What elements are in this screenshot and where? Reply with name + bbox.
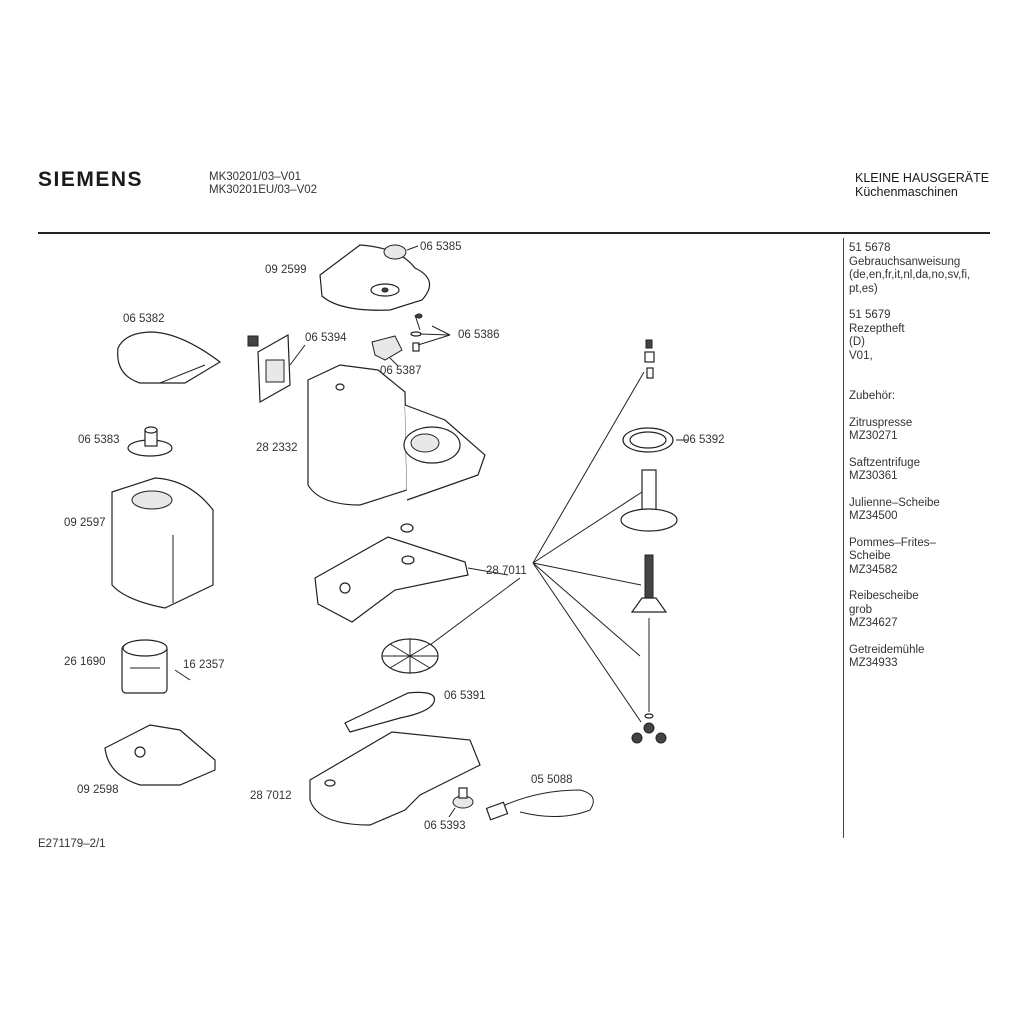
- document-languages: (de,en,fr,it,nl,da,no,sv,fi,: [849, 269, 971, 281]
- accessory-name: Julienne–Scheibe: [849, 496, 940, 509]
- part-label-drive-belt: 06 5391: [444, 690, 486, 702]
- accessory-entry: Getreidemühle MZ34933: [849, 644, 1019, 671]
- accessory-name: Pommes–Frites–: [849, 536, 936, 549]
- header-divider: [38, 232, 990, 234]
- part-label-latch: 06 5387: [380, 365, 422, 377]
- part-pulley[interactable]: [381, 638, 439, 674]
- part-label-lid: 09 2599: [265, 264, 307, 276]
- accessory-entry: Julienne–Scheibe MZ34500: [849, 497, 1019, 524]
- part-gear-plate[interactable]: [314, 523, 469, 623]
- part-suction-foot[interactable]: [448, 787, 474, 818]
- parts-sidebar: 51 5678 Gebrauchsanweisung (de,en,fr,it,…: [849, 242, 1019, 684]
- part-gasket[interactable]: [117, 331, 222, 384]
- document-version: V01,: [849, 349, 873, 362]
- part-motor-screw[interactable]: [174, 669, 191, 681]
- document-languages: (D): [849, 336, 865, 348]
- part-label-base-plate: 28 7012: [250, 790, 292, 802]
- document-languages: pt,es): [849, 282, 878, 295]
- part-fan[interactable]: [127, 426, 173, 457]
- part-label-seal-ring: 06 5392: [683, 434, 725, 446]
- sidebar-divider: [843, 238, 844, 838]
- accessories-heading: Zubehör:: [849, 390, 896, 402]
- part-lid[interactable]: [319, 244, 431, 311]
- accessory-entry: Zitruspresse MZ30271: [849, 417, 1019, 444]
- accessory-entry: Reibescheibe grob MZ34627: [849, 590, 1019, 631]
- product-category: KLEINE HAUSGERÄTE Küchenmaschinen: [855, 171, 989, 199]
- part-label-suction-foot: 06 5393: [424, 820, 466, 832]
- part-power-cord[interactable]: [485, 789, 594, 821]
- part-spindle[interactable]: [630, 554, 668, 613]
- part-label-motor: 26 1690: [64, 656, 106, 668]
- document-title: Gebrauchsanweisung: [849, 255, 961, 268]
- accessory-code: MZ30361: [849, 470, 898, 482]
- part-bearings[interactable]: [631, 722, 667, 744]
- document-number: 51 5679: [849, 309, 891, 321]
- brand-logo: SIEMENS: [38, 168, 144, 191]
- accessory-name: Zitruspresse: [849, 416, 913, 429]
- leader-lines-28-7011: [429, 371, 645, 723]
- part-screw-set[interactable]: [410, 313, 451, 352]
- part-label-screw-set: 06 5386: [458, 329, 500, 341]
- accessory-code: MZ30271: [849, 430, 898, 442]
- part-label-power-cord: 05 5088: [531, 774, 573, 786]
- part-label-knob: 06 5385: [420, 241, 462, 253]
- part-motor-cover[interactable]: [111, 477, 214, 609]
- part-drive-belt[interactable]: [344, 691, 436, 733]
- accessory-entry: Pommes–Frites– Scheibe MZ34582: [849, 537, 1019, 578]
- accessory-name: Reibescheibe: [849, 590, 919, 602]
- part-long-bolt[interactable]: [644, 618, 654, 719]
- part-label-switch-board: 06 5394: [305, 332, 347, 344]
- part-seal-ring[interactable]: [622, 427, 674, 453]
- accessory-code: MZ34933: [849, 657, 898, 669]
- part-label-motor-cover: 09 2597: [64, 517, 106, 529]
- accessory-code: MZ34582: [849, 563, 898, 576]
- part-motor[interactable]: [121, 639, 168, 694]
- accessory-code: MZ34500: [849, 510, 898, 522]
- document-title: Rezeptheft: [849, 322, 905, 335]
- part-housing[interactable]: [307, 364, 486, 506]
- part-label-fan: 06 5383: [78, 434, 120, 446]
- accessory-name: Getreidemühle: [849, 643, 925, 656]
- accessory-name: grob: [849, 603, 873, 616]
- category-subtitle: Küchenmaschinen: [855, 185, 958, 199]
- category-title: KLEINE HAUSGERÄTE: [855, 171, 990, 185]
- part-motor-plate[interactable]: [104, 724, 216, 786]
- document-number: 51 5678: [849, 242, 891, 254]
- model-number: MK30201EU/03–V02: [209, 184, 318, 196]
- part-label-housing: 28 2332: [256, 442, 298, 454]
- part-latch[interactable]: [371, 335, 403, 367]
- accessory-name: Saftzentrifuge: [849, 456, 920, 469]
- accessory-entry: Saftzentrifuge MZ30361: [849, 457, 1019, 484]
- drawing-code: E271179–2/1: [38, 838, 106, 850]
- part-coupling[interactable]: [644, 339, 655, 379]
- part-label-gasket: 06 5382: [123, 313, 165, 325]
- part-label-motor-plate: 09 2598: [77, 784, 119, 796]
- part-drive-shaft[interactable]: [620, 469, 678, 532]
- part-label-motor-screw: 16 2357: [183, 659, 225, 671]
- accessory-code: MZ34627: [849, 617, 898, 629]
- model-number: MK30201/03–V01: [209, 171, 302, 183]
- part-label-gear-plate: 28 7011: [486, 565, 527, 577]
- model-numbers: MK30201/03–V01 MK30201EU/03–V02: [209, 171, 317, 197]
- part-knob[interactable]: [383, 244, 419, 260]
- accessory-name: Scheibe: [849, 550, 891, 562]
- document-entry: 51 5678 Gebrauchsanweisung (de,en,fr,it,…: [849, 242, 1019, 296]
- part-base-plate[interactable]: [309, 731, 481, 826]
- part-switch-board[interactable]: [247, 333, 306, 404]
- document-entry: 51 5679 Rezeptheft (D) V01,: [849, 309, 1019, 363]
